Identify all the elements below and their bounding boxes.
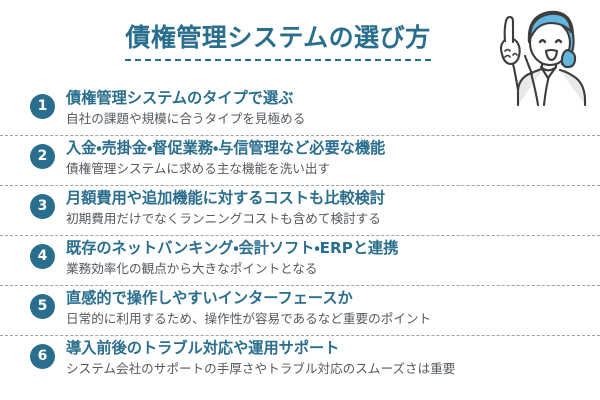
list-item[interactable]: 6 導入前後のトラブル対応や運用サポート システム会社のサポートの手厚さやトラブ… (0, 336, 600, 386)
page-title-container: 債権管理システムの選び方 (0, 24, 600, 61)
list-item-heading: 債権管理システムのタイプで選ぶ (66, 89, 294, 107)
list-item-number-badge: 2 (30, 144, 55, 169)
list-item-heading: 月額費用や追加機能に対するコストも比較検討 (66, 189, 385, 207)
page-title: 債権管理システムの選び方 (125, 24, 431, 61)
list-item-number-badge: 1 (30, 94, 55, 119)
list-item[interactable]: 1 債権管理システムのタイプで選ぶ 自社の課題や規模に合うタイプを見極める (0, 86, 600, 136)
list-item-subtitle: システム会社のサポートの手厚さやトラブル対応のスムーズさは重要 (66, 361, 456, 377)
list-item[interactable]: 2 入金・売掛金・督促業務・与信管理など必要な機能 債権管理システムに求める主な… (0, 136, 600, 186)
list-item-heading: 直感的で操作しやすいインターフェースか (66, 289, 353, 307)
list-item[interactable]: 4 既存のネットバンキング・会計ソフト・ERPと連携 業務効率化の観点から大きな… (0, 236, 600, 286)
list-item-subtitle: 初期費用だけでなくランニングコストも含めて検討する (66, 211, 381, 227)
list-item[interactable]: 5 直感的で操作しやすいインターフェースか 日常的に利用するため、操作性が容易で… (0, 286, 600, 336)
checklist: 1 債権管理システムのタイプで選ぶ 自社の課題や規模に合うタイプを見極める 2 … (0, 86, 600, 386)
list-item-subtitle: 業務効率化の観点から大きなポイントとなる (66, 261, 318, 277)
list-item-heading: 入金・売掛金・督促業務・与信管理など必要な機能 (66, 139, 386, 157)
list-item-number-badge: 6 (30, 344, 55, 369)
list-item-heading: 既存のネットバンキング・会計ソフト・ERPと連携 (66, 239, 399, 257)
list-item-number-badge: 3 (30, 194, 55, 219)
list-item-heading: 導入前後のトラブル対応や運用サポート (66, 339, 340, 357)
header: 債権管理システムの選び方 (0, 0, 600, 107)
list-item-subtitle: 債権管理システムに求める主な機能を洗い出す (66, 161, 331, 177)
list-item[interactable]: 3 月額費用や追加機能に対するコストも比較検討 初期費用だけでなくランニングコス… (0, 186, 600, 236)
list-item-number-badge: 4 (30, 244, 55, 269)
list-item-subtitle: 自社の課題や規模に合うタイプを見極める (66, 111, 306, 127)
list-item-subtitle: 日常的に利用するため、操作性が容易であるなど重要のポイント (66, 311, 432, 327)
list-item-number-badge: 5 (30, 294, 55, 319)
